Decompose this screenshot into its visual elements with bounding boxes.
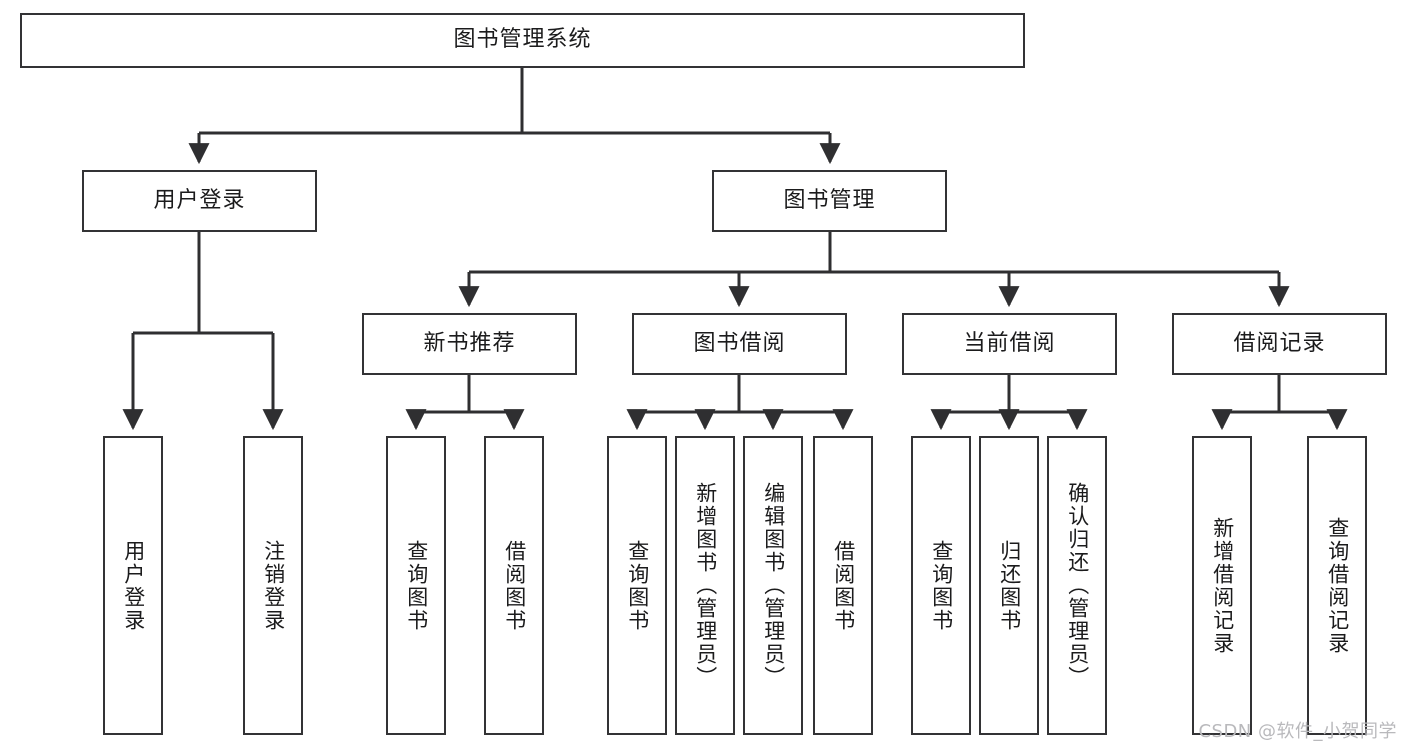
leaf-borrow-book[interactable]: 借阅图书	[813, 436, 873, 735]
node-label: 归还图书	[997, 539, 1022, 632]
node-user-login[interactable]: 用户登录	[82, 170, 317, 232]
node-book-management[interactable]: 图书管理	[712, 170, 947, 232]
leaf-confirm-return-admin[interactable]: 确认归还（管理员）	[1047, 436, 1107, 735]
leaf-borrow-query-book[interactable]: 查询图书	[607, 436, 667, 735]
leaf-recommend-query-book[interactable]: 查询图书	[386, 436, 446, 735]
node-label: 新书推荐	[423, 330, 516, 356]
node-label: 查询图书	[625, 539, 650, 632]
node-label: 用户登录	[153, 187, 246, 213]
node-label: 当前借阅	[963, 330, 1056, 356]
node-label: 编辑图书（管理员）	[761, 482, 786, 689]
node-label: 确认归还（管理员）	[1065, 482, 1090, 689]
leaf-user-login[interactable]: 用户登录	[103, 436, 163, 735]
node-label: 图书借阅	[693, 330, 786, 356]
leaf-query-borrow-record[interactable]: 查询借阅记录	[1307, 436, 1367, 735]
leaf-return-book[interactable]: 归还图书	[979, 436, 1039, 735]
leaf-add-borrow-record[interactable]: 新增借阅记录	[1192, 436, 1252, 735]
node-label: 注销登录	[261, 539, 286, 632]
node-current-borrow[interactable]: 当前借阅	[902, 313, 1117, 375]
node-label: 用户登录	[121, 539, 146, 632]
node-label: 查询图书	[929, 539, 954, 632]
node-label: 新增借阅记录	[1210, 516, 1235, 655]
leaf-edit-book-admin[interactable]: 编辑图书（管理员）	[743, 436, 803, 735]
node-borrow-record[interactable]: 借阅记录	[1172, 313, 1387, 375]
leaf-add-book-admin[interactable]: 新增图书（管理员）	[675, 436, 735, 735]
node-label: 图书管理	[783, 187, 876, 213]
leaf-logout[interactable]: 注销登录	[243, 436, 303, 735]
node-label: 借阅记录	[1233, 330, 1326, 356]
node-label: 新增图书（管理员）	[693, 482, 718, 689]
leaf-recommend-borrow-book[interactable]: 借阅图书	[484, 436, 544, 735]
leaf-current-query-book[interactable]: 查询图书	[911, 436, 971, 735]
node-label: 查询图书	[404, 539, 429, 632]
node-book-borrow[interactable]: 图书借阅	[632, 313, 847, 375]
node-label: 查询借阅记录	[1325, 516, 1350, 655]
node-label: 借阅图书	[502, 539, 527, 632]
node-label: 图书管理系统	[453, 27, 592, 53]
node-label: 借阅图书	[831, 539, 856, 632]
node-root-system[interactable]: 图书管理系统	[20, 13, 1025, 68]
node-new-book-recommend[interactable]: 新书推荐	[362, 313, 577, 375]
